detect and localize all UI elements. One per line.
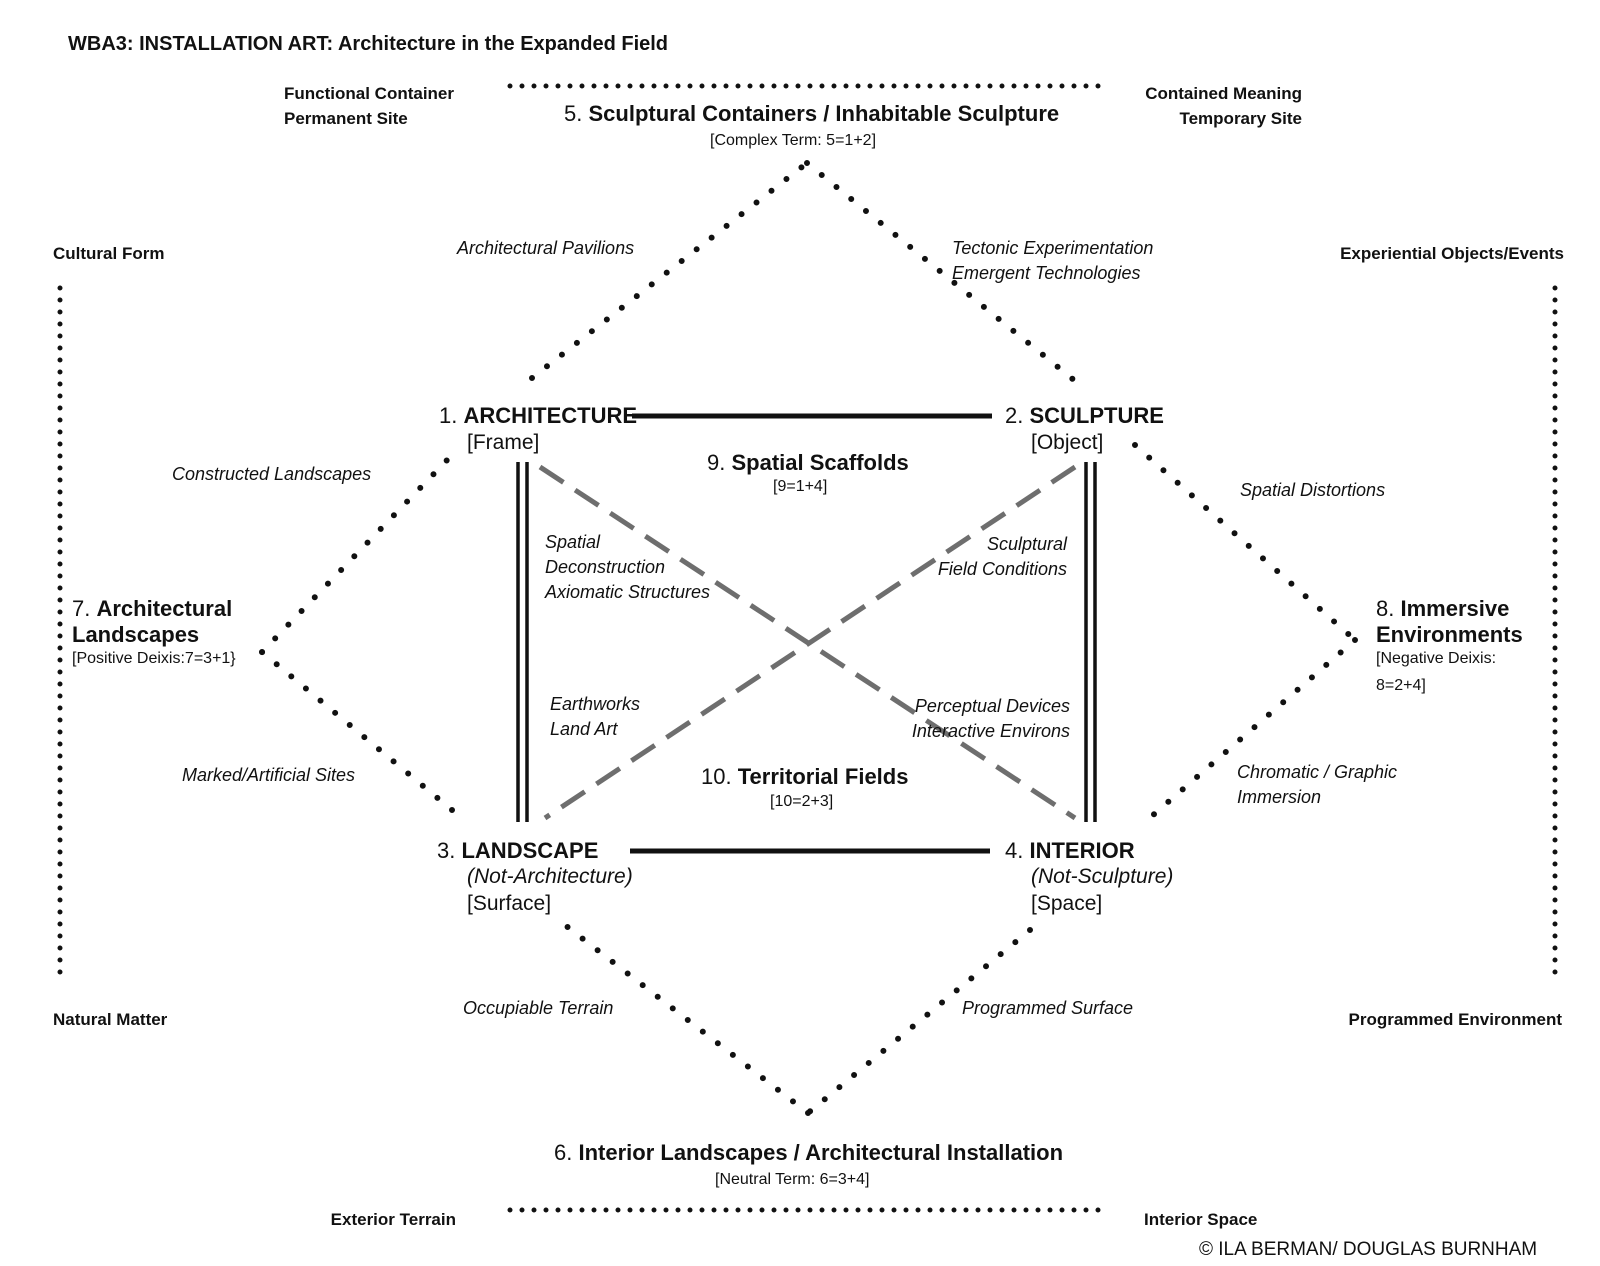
relation-sculptural: Sculptural [986, 534, 1067, 554]
node-9-term: [9=1+4] [773, 478, 828, 495]
label-interior-space: Interior Space [1144, 1210, 1258, 1229]
node-6-title: 6. Interior Landscapes / Architectural I… [554, 1140, 1063, 1165]
dotted-edge-5-to-sculpture [804, 160, 1083, 388]
node-2-sub: [Object] [1031, 431, 1104, 454]
label-permanent-site: Permanent Site [284, 109, 408, 128]
relation-earthworks: Earthworks [550, 694, 641, 714]
node-9-number: 9. [707, 450, 726, 475]
dotted-edge-landscape-to-7 [259, 649, 455, 813]
node-10-number: 10. [701, 764, 732, 789]
relation-immersion: Immersion [1237, 787, 1322, 807]
relation-axiomatic-structures: Axiomatic Structures [545, 582, 711, 602]
node-7-name-line2: Landscapes [72, 622, 200, 647]
relation-field-conditions: Field Conditions [937, 559, 1067, 579]
node-10-term: [10=2+3] [770, 793, 834, 810]
relation-perceptual-devices: Perceptual Devices [914, 696, 1070, 716]
node-9-title: 9. Spatial Scaffolds [707, 450, 909, 475]
node-5-number: 5. [564, 101, 583, 126]
node-8-term-line1: [Negative Deixis: [1376, 650, 1497, 667]
label-contained-meaning: Contained Meaning [1145, 84, 1302, 103]
node-2-name: SCULPTURE [1029, 403, 1164, 428]
node-6-term: [Neutral Term: 6=3+4] [715, 1171, 870, 1188]
node-8-number: 8. [1376, 596, 1395, 621]
node-3-title: 3. LANDSCAPE [437, 838, 598, 863]
label-exterior-terrain: Exterior Terrain [330, 1210, 456, 1229]
diagram-title: WBA3: INSTALLATION ART: Architecture in … [68, 33, 669, 55]
node-5-name: Sculptural Containers / Inhabitable Scul… [588, 101, 1060, 126]
node-4-space: [Space] [1031, 892, 1103, 915]
relation-programmed-surface: Programmed Surface [962, 998, 1134, 1018]
node-8-title: 8. Immersive [1376, 596, 1509, 621]
label-functional-container: Functional Container [284, 84, 454, 103]
node-8-term-line2: 8=2+4] [1376, 677, 1426, 694]
node-5-term: [Complex Term: 5=1+2] [710, 132, 877, 149]
node-2-number: 2. [1005, 403, 1024, 428]
relation-deconstruction: Deconstruction [545, 557, 666, 577]
relation-interactive-environs: Interactive Environs [911, 721, 1070, 741]
node-7-name-line1: Architectural [96, 596, 233, 621]
node-9-name: Spatial Scaffolds [731, 450, 909, 475]
node-1-sub: [Frame] [467, 431, 540, 454]
label-cultural-form: Cultural Form [53, 244, 165, 263]
node-1-number: 1. [439, 403, 458, 428]
node-4-title: 4. INTERIOR [1005, 838, 1135, 863]
node-7-title: 7. Architectural [72, 596, 232, 621]
node-4-not-sculpture: (Not-Sculpture) [1031, 865, 1174, 888]
relation-occupiable-terrain: Occupiable Terrain [463, 998, 614, 1018]
dotted-edge-sculpture-to-8 [1132, 442, 1358, 643]
dotted-edge-architecture-to-5 [529, 160, 810, 381]
node-10-title: 10. Territorial Fields [701, 764, 908, 789]
node-1-title: 1. ARCHITECTURE [439, 403, 637, 428]
dotted-edge-7-to-architecture [259, 452, 455, 655]
node-8-name-line2: Environments [1376, 622, 1523, 647]
label-experiential-objects: Experiential Objects/Events [1340, 244, 1564, 263]
relation-architectural-pavilions: Architectural Pavilions [457, 238, 635, 258]
relation-spatial-distortions: Spatial Distortions [1240, 480, 1386, 500]
node-2-title: 2. SCULPTURE [1005, 403, 1164, 428]
node-3-name: LANDSCAPE [461, 838, 599, 863]
node-3-not-architecture: (Not-Architecture) [467, 865, 633, 888]
node-3-surface: [Surface] [467, 892, 552, 915]
node-3-number: 3. [437, 838, 456, 863]
dotted-edge-6-to-landscape [562, 922, 811, 1116]
node-5-title: 5. Sculptural Containers / Inhabitable S… [564, 101, 1059, 126]
node-6-number: 6. [554, 1140, 573, 1165]
relation-tectonic-experimentation: Tectonic Experimentation [952, 238, 1154, 258]
relation-marked-artificial-sites: Marked/Artificial Sites [182, 765, 356, 785]
relation-land-art: Land Art [550, 719, 618, 739]
copyright-credit: © ILA BERMAN/ DOUGLAS BURNHAM [1199, 1239, 1538, 1260]
node-6-name: Interior Landscapes / Architectural Inst… [578, 1140, 1064, 1165]
label-natural-matter: Natural Matter [53, 1010, 168, 1029]
label-temporary-site: Temporary Site [1179, 109, 1302, 128]
relation-spatial: Spatial [545, 532, 601, 552]
node-10-name: Territorial Fields [737, 764, 909, 789]
dashed-diagonal-sculpture-landscape [543, 464, 1077, 821]
node-7-term: [Positive Deixis:7=3+1} [72, 650, 236, 667]
node-4-name: INTERIOR [1029, 838, 1135, 863]
relation-constructed-landscapes: Constructed Landscapes [172, 464, 372, 484]
relation-chromatic-graphic: Chromatic / Graphic [1237, 762, 1398, 782]
node-8-name-line1: Immersive [1400, 596, 1510, 621]
node-4-number: 4. [1005, 838, 1024, 863]
relation-emergent-technologies: Emergent Technologies [952, 263, 1141, 283]
label-programmed-environment: Programmed Environment [1348, 1010, 1563, 1029]
dotted-edge-interior-to-6 [805, 927, 1033, 1116]
node-1-name: ARCHITECTURE [463, 403, 638, 428]
node-7-number: 7. [72, 596, 91, 621]
